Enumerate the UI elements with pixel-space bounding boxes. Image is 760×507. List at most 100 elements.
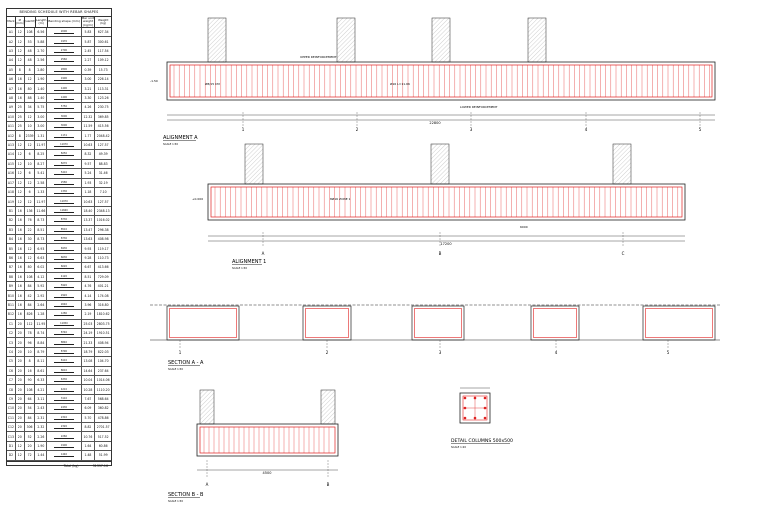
cell-length: 6.63 bbox=[35, 253, 48, 263]
rebar-dot bbox=[483, 396, 487, 400]
cell-quantity: 30 bbox=[25, 234, 36, 244]
rebar-dot bbox=[463, 416, 467, 420]
cell-bending-shape: 4210 bbox=[47, 385, 82, 394]
cell-unit-weight: 3.30 bbox=[82, 93, 96, 103]
cell-mark: A11 bbox=[7, 122, 16, 131]
axis-label: C bbox=[622, 251, 625, 256]
cell-unit-weight: 1.48 bbox=[82, 451, 96, 460]
cell-weight: 104.70 bbox=[97, 359, 109, 364]
cell-unit-weight: 4.26 bbox=[82, 103, 96, 112]
bend-shape-line bbox=[53, 409, 74, 411]
cell-length: 1.44 bbox=[35, 451, 48, 460]
bend-shape-line bbox=[53, 400, 74, 402]
axis-label: 4 bbox=[555, 350, 558, 355]
cell-diameter: 12 bbox=[16, 56, 25, 65]
axis-label: 2 bbox=[356, 127, 359, 132]
cell-quantity: 136 bbox=[25, 206, 36, 216]
section-box bbox=[302, 305, 352, 341]
cell-bending-shape: 5750 bbox=[47, 103, 82, 112]
bend-length-label: 2800 bbox=[60, 67, 67, 71]
cell-quantity: 826 bbox=[25, 310, 36, 319]
cell-weight: 123.26 bbox=[97, 96, 109, 101]
cell-length: 8.84 bbox=[35, 338, 48, 347]
axis-label: 1 bbox=[179, 350, 182, 355]
cell-diameter: 16 bbox=[16, 310, 25, 319]
cell-diameter: 20 bbox=[16, 394, 25, 404]
header-mark: Mark bbox=[7, 17, 16, 27]
cell-quantity: 108 bbox=[25, 385, 36, 394]
cell-unit-weight: 18.79 bbox=[82, 347, 96, 357]
cell-diameter: 20 bbox=[16, 319, 25, 328]
cell-unit-weight: 4.76 bbox=[82, 281, 96, 291]
cell-weight: 2701.57 bbox=[96, 425, 110, 430]
cell-diameter: 20 bbox=[16, 432, 25, 441]
cell-mark: C9 bbox=[7, 394, 16, 404]
cell-diameter: 20 bbox=[16, 338, 25, 347]
cell-mark: B8 bbox=[7, 272, 16, 281]
header-quantity: Quantity bbox=[23, 17, 36, 27]
alignment-a-columns bbox=[207, 17, 547, 63]
bend-length-label: 11660 bbox=[60, 208, 68, 212]
cell-mark: A7 bbox=[7, 84, 16, 93]
axis-label: 2 bbox=[326, 350, 329, 355]
bend-length-label: 8730 bbox=[60, 218, 67, 222]
bend-length-label: 1280 bbox=[60, 312, 67, 316]
cell-quantity: 84 bbox=[25, 413, 36, 423]
bend-shape-line bbox=[53, 277, 74, 279]
bend-shape-line bbox=[53, 146, 74, 148]
bend-length-label: 6020 bbox=[60, 265, 67, 269]
cell-unit-weight: 10.63 bbox=[82, 197, 96, 206]
cell-quantity: 76 bbox=[25, 216, 36, 225]
bend-length-label: 2430 bbox=[60, 406, 67, 410]
cell-quantity: 8 bbox=[25, 65, 36, 75]
cell-length: 11.97 bbox=[35, 197, 48, 206]
dim-total-1: 17200 bbox=[440, 242, 451, 246]
cell-mark: A17 bbox=[7, 178, 16, 187]
cell-quantity: 12 bbox=[25, 253, 36, 263]
cell-bending-shape: 2700 bbox=[47, 46, 82, 56]
cell-quantity: 64 bbox=[25, 394, 36, 404]
column-stub bbox=[199, 389, 215, 425]
cell-bending-shape: 2000 bbox=[47, 28, 82, 37]
cell-mark: A10 bbox=[7, 112, 16, 122]
cell-bending-shape: 6020 bbox=[47, 263, 82, 272]
column-bars bbox=[463, 396, 487, 420]
bend-shape-line bbox=[53, 117, 74, 119]
cell-quantity: 10 bbox=[25, 122, 36, 131]
bend-shape-line bbox=[53, 108, 74, 110]
cell-weight: 360.82 bbox=[97, 406, 109, 411]
axis-label: A bbox=[262, 251, 265, 256]
cell-weight: 401.21 bbox=[97, 284, 109, 289]
cell-mark: A13 bbox=[7, 140, 16, 150]
cell-unit-weight: 21.33 bbox=[82, 338, 96, 347]
cell-weight: 127.57 bbox=[97, 199, 109, 204]
cell-diameter: 8 bbox=[16, 65, 25, 75]
cell-diameter: 20 bbox=[16, 413, 25, 423]
cell-bending-shape: 8270 bbox=[47, 159, 82, 169]
beam-rebar-cage bbox=[169, 64, 713, 98]
axis-label: B bbox=[439, 251, 442, 256]
cell-unit-weight: 10.28 bbox=[82, 385, 96, 394]
cell-length: 8.73 bbox=[35, 234, 48, 244]
cell-unit-weight: 6.67 bbox=[82, 263, 96, 272]
cell-weight: 109.12 bbox=[97, 58, 109, 63]
cell-weight: 1810.62 bbox=[96, 312, 110, 317]
axis-label: 5 bbox=[699, 127, 702, 132]
bend-length-label: 8730 bbox=[60, 237, 67, 241]
bend-shape-line bbox=[53, 437, 74, 439]
lower-reinf-label: LOWER REINFORCEMENT bbox=[460, 105, 498, 109]
cell-weight: 822.03 bbox=[97, 350, 109, 355]
bend-shape-line bbox=[53, 52, 74, 54]
cell-weight: 88.83 bbox=[98, 161, 108, 166]
bend-shape-line bbox=[53, 258, 74, 260]
cell-quantity: 22 bbox=[25, 225, 36, 234]
cell-length: 1.90 bbox=[35, 75, 48, 84]
